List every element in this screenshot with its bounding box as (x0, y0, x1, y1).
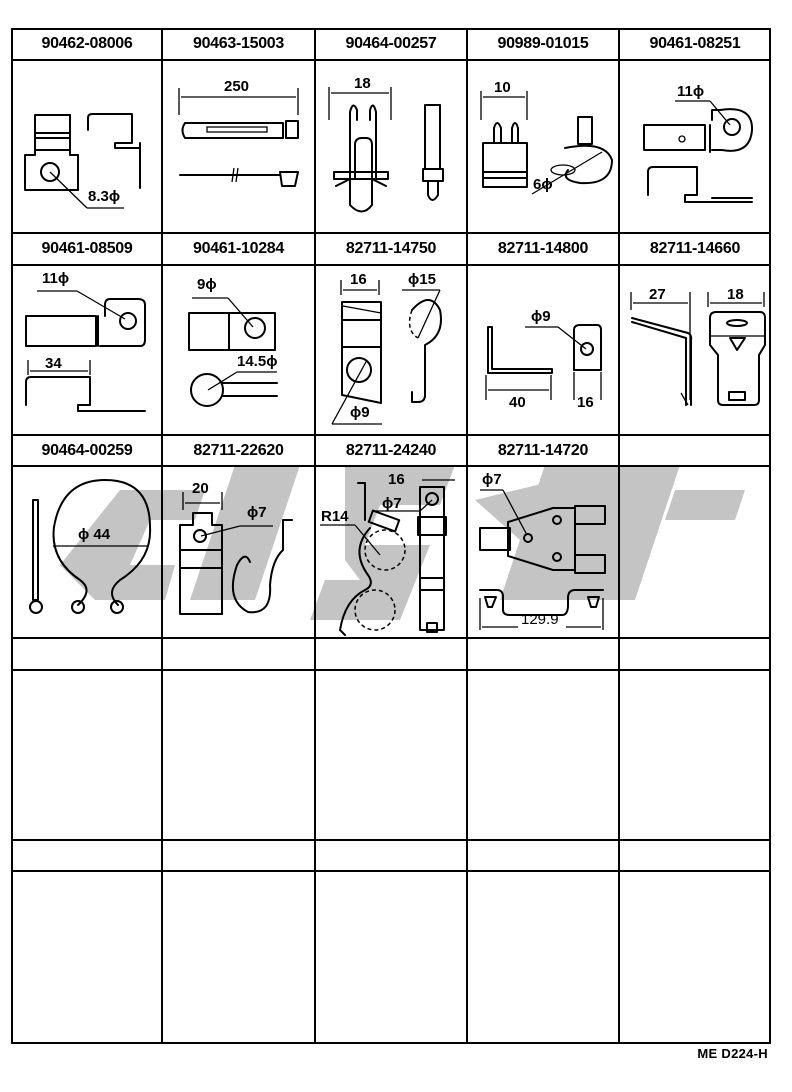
dimension-label: R14 (321, 508, 349, 525)
dimension-label: 14.5ϕ (237, 353, 278, 370)
column-divider (314, 28, 316, 1044)
parts-table (11, 28, 771, 1044)
row-divider (11, 669, 771, 671)
part-number: 82711-24240 (345, 442, 437, 459)
dimension-label: 11ϕ (42, 270, 70, 287)
row-divider (11, 232, 771, 234)
dimension-label: ϕ 44 (78, 526, 111, 543)
dimension-label: ϕ7 (382, 495, 402, 512)
drawing-code: ME D224-H (697, 1046, 768, 1061)
dimension-label: 27 (649, 286, 666, 303)
part-number: 90461-08509 (41, 240, 133, 257)
part-number: 82711-14750 (345, 240, 437, 257)
dimension-label: 40 (509, 394, 526, 411)
dimension-label: 16 (388, 471, 405, 488)
dimension-label: ϕ15 (408, 271, 436, 288)
part-number: 82711-14660 (649, 240, 741, 257)
dimension-label: 16 (350, 271, 367, 288)
column-divider (466, 28, 468, 1044)
row-divider (11, 839, 771, 841)
row-divider (11, 434, 771, 436)
part-number: 90464-00257 (345, 35, 437, 52)
dimension-label: 11ϕ (677, 83, 705, 100)
dimension-label: 9ϕ (197, 276, 217, 293)
row-divider (11, 637, 771, 639)
row-divider (11, 465, 771, 467)
part-number: 90464-00259 (41, 442, 133, 459)
column-divider (618, 28, 620, 1044)
dimension-label: 20 (192, 480, 209, 497)
part-number: 90461-10284 (192, 240, 284, 257)
row-divider (11, 264, 771, 266)
dimension-label: 129.9 (521, 611, 559, 628)
row-divider (11, 870, 771, 872)
dimension-label: 18 (727, 286, 744, 303)
dimension-label: ϕ9 (531, 308, 551, 325)
dimension-label: ϕ9 (350, 404, 370, 421)
dimension-label: ϕ7 (482, 471, 502, 488)
dimension-label: ϕ7 (247, 504, 267, 521)
dimension-label: 34 (45, 355, 62, 372)
part-number: 90461-08251 (649, 35, 741, 52)
part-number: 82711-14800 (497, 240, 589, 257)
column-divider (161, 28, 163, 1044)
part-number: 82711-14720 (497, 442, 589, 459)
dimension-label: 18 (354, 75, 371, 92)
dimension-label: 250 (224, 78, 250, 95)
dimension-label: 16 (577, 394, 594, 411)
dimension-label: 8.3ϕ (88, 188, 121, 205)
part-number: 90463-15003 (192, 35, 284, 52)
dimension-label: 10 (494, 79, 511, 96)
dimension-label: 6ϕ (533, 176, 553, 193)
row-divider (11, 59, 771, 61)
part-number: 82711-22620 (193, 442, 284, 459)
part-number: 90989-01015 (497, 35, 589, 52)
part-number: 90462-08006 (41, 35, 133, 52)
